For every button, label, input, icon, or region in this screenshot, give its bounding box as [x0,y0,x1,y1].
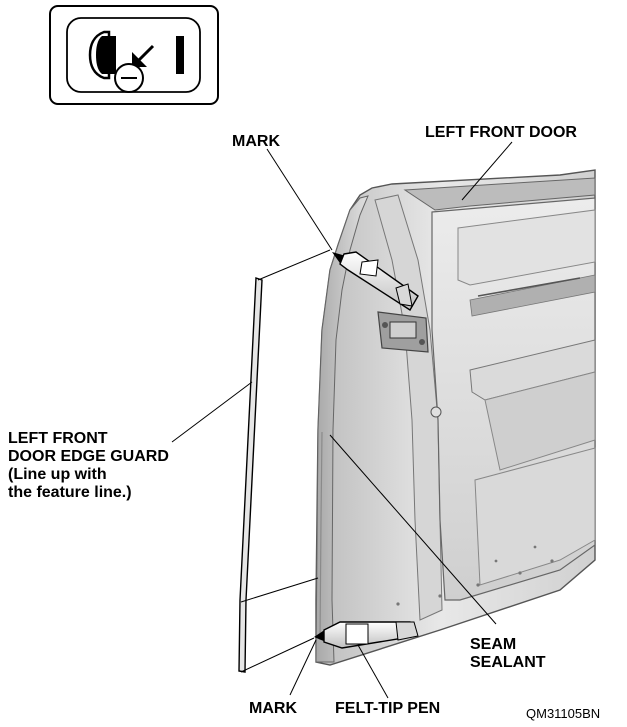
edge-guard-line-2: DOOR EDGE GUARD [8,448,169,465]
felt-tip-pen-icon [332,251,419,311]
edge-guard-label: LEFT FRONT DOOR EDGE GUARD (Line up with… [8,430,169,502]
felt-tip-pen-label: FELT-TIP PEN [335,700,441,717]
left-front-door-label: LEFT FRONT DOOR [425,124,577,141]
mark-bottom-label: MARK [249,700,297,717]
seam-sealant-line-2: SEALANT [470,654,546,671]
door-edge-guard [238,277,263,673]
seam-sealant-label: SEAM SEALANT [470,636,546,672]
left-front-door [315,169,596,666]
vehicle-top-view-left-front-door-icon [49,5,219,105]
felt-tip-pen-icon [314,621,419,649]
edge-guard-line-3: (Line up with [8,466,107,483]
leader-lines [171,141,513,699]
seam-sealant-line-1: SEAM [470,636,517,653]
mark-top-label: MARK [232,133,280,150]
figure-reference: QM31105BN [526,706,601,721]
edge-guard-line-1: LEFT FRONT [8,430,108,447]
edge-guard-line-4: the feature line.) [8,484,132,501]
